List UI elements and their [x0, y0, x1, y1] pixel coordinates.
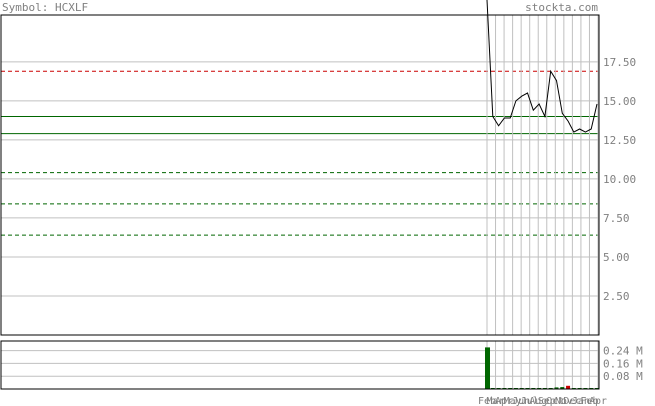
price-tick-label: 17.50 — [603, 56, 636, 69]
volume-tick-label: 0.24 M — [603, 345, 643, 358]
price-tick-label: 15.00 — [603, 95, 636, 108]
x-axis-labels: FebMarAprMayJunJulAugSepOctNovDecJanFebA… — [478, 396, 607, 406]
x-tick-label: Jan — [572, 396, 590, 406]
symbol-label: Symbol: HCXLF — [2, 1, 88, 14]
volume-axis-ticks: 0.24 M0.16 M0.08 M — [603, 345, 643, 384]
price-series — [486, 0, 598, 133]
x-tick-label: Feb — [580, 396, 598, 406]
x-tick-label: Apr — [589, 396, 607, 406]
volume-vertical-gridlines — [486, 341, 599, 389]
volume-bar — [554, 387, 559, 389]
x-tick-label: Feb — [478, 396, 496, 406]
volume-bar — [566, 385, 571, 389]
x-tick-label: Dec — [563, 396, 581, 406]
x-tick-label: May — [504, 396, 522, 406]
price-tick-label: 12.50 — [603, 134, 636, 147]
volume-bar — [485, 347, 490, 389]
volume-tick-label: 0.08 M — [603, 370, 643, 383]
volume-panel-frame — [0, 340, 600, 390]
x-tick-label: Jun — [512, 396, 530, 406]
x-tick-label: Aug — [529, 396, 547, 406]
price-panel-frame — [0, 14, 600, 336]
volume-tick-label: 0.16 M — [603, 357, 643, 370]
x-tick-label: Oct — [546, 396, 564, 406]
price-tick-label: 5.00 — [603, 251, 630, 264]
x-tick-label: Jul — [521, 396, 539, 406]
x-tick-label: Nov — [555, 396, 573, 406]
price-axis-ticks: 17.50 15.00 12.50 10.00 7.50 5.00 2.50 — [603, 56, 636, 303]
price-line — [486, 0, 598, 133]
x-tick-label: Apr — [495, 396, 513, 406]
volume-grid — [1, 350, 599, 377]
x-tick-label: Sep — [538, 396, 556, 406]
price-grid — [1, 61, 599, 297]
support-resistance-lines — [1, 70, 599, 236]
x-tick-label: Mar — [487, 396, 505, 406]
price-tick-label: 7.50 — [603, 212, 630, 225]
volume-bars — [485, 347, 599, 389]
price-vertical-gridlines — [486, 15, 599, 335]
price-tick-label: 2.50 — [603, 290, 630, 303]
price-tick-label: 10.00 — [603, 173, 636, 186]
brand-label: stockta.com — [525, 1, 598, 14]
volume-bar — [560, 387, 565, 389]
